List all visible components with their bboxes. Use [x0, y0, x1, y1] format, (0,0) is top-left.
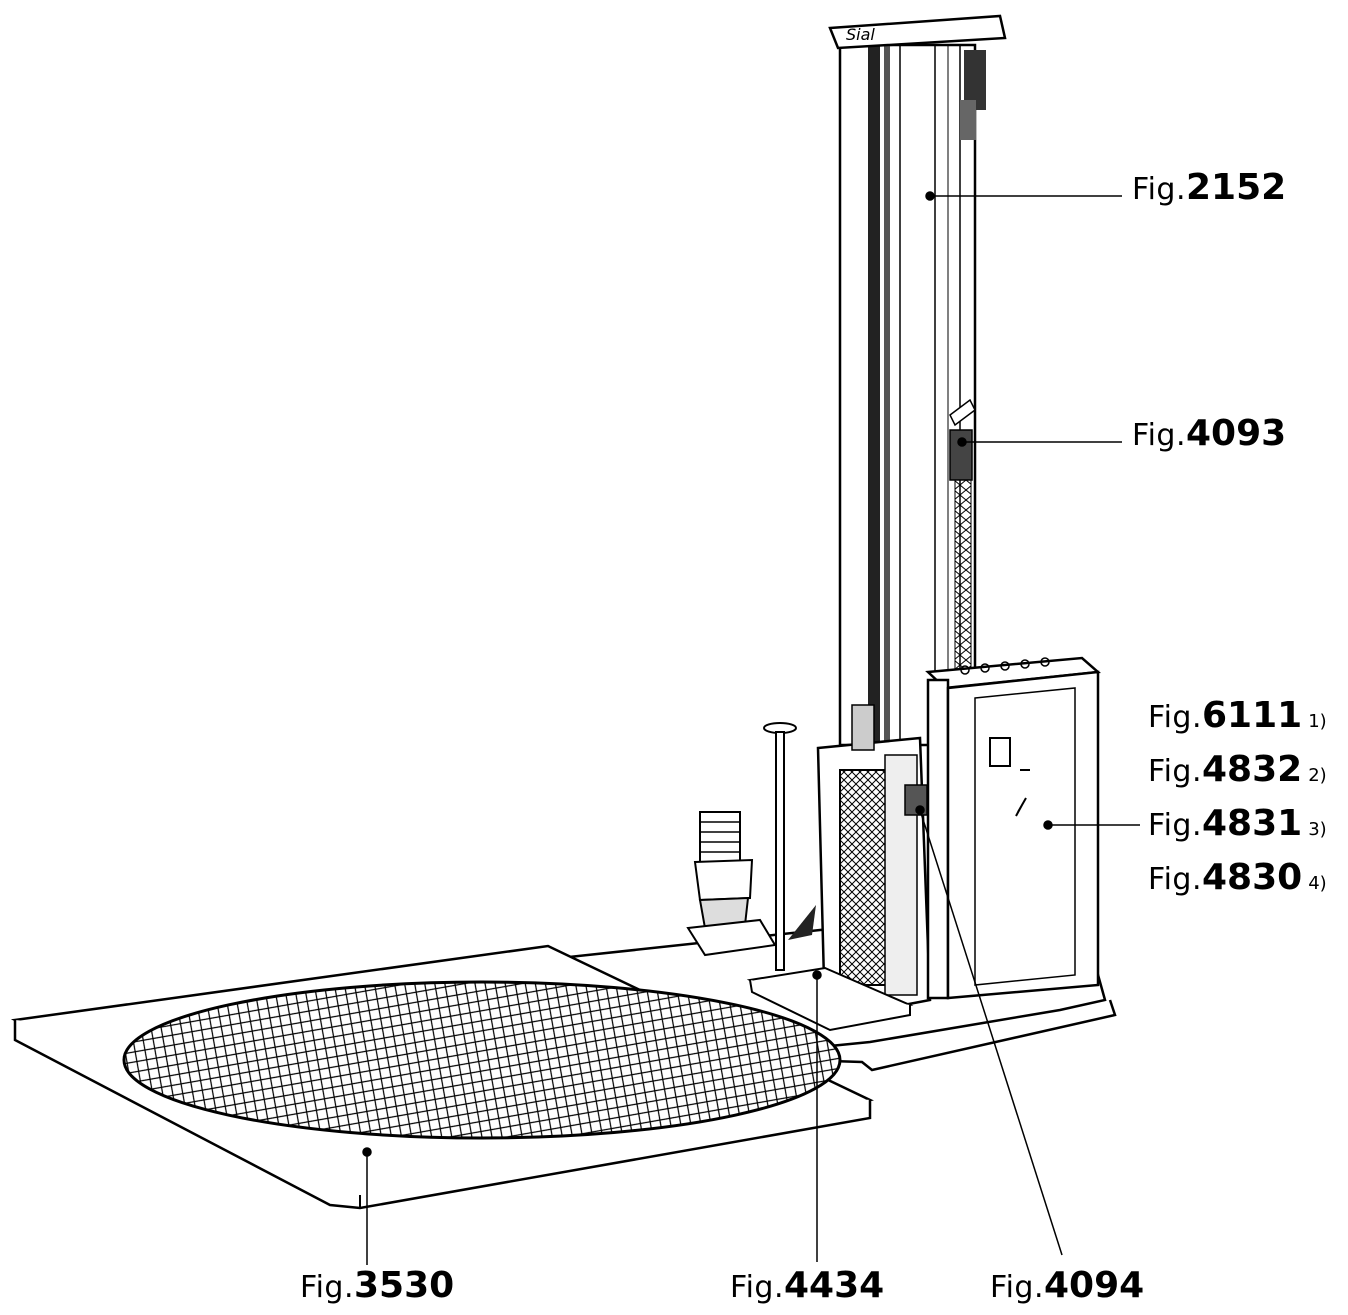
brand-logo: Sial — [846, 25, 875, 44]
control-cabinet — [904, 656, 1101, 1000]
mast-column — [828, 14, 1007, 747]
callout-4434: Fig.4434 — [730, 1265, 885, 1306]
column-housing — [816, 704, 932, 1022]
column-foot — [746, 966, 914, 1032]
callout-3530: Fig.3530 — [300, 1265, 455, 1306]
drive-motor — [686, 811, 777, 957]
callout-4093: Fig.4093 — [1132, 413, 1287, 454]
leader-lines — [362, 191, 1140, 1265]
safety-post — [763, 722, 816, 971]
callout-2152: Fig.2152 — [1132, 167, 1287, 208]
turntable-disc — [122, 980, 842, 1140]
callout-4094: Fig.4094 — [990, 1265, 1145, 1306]
